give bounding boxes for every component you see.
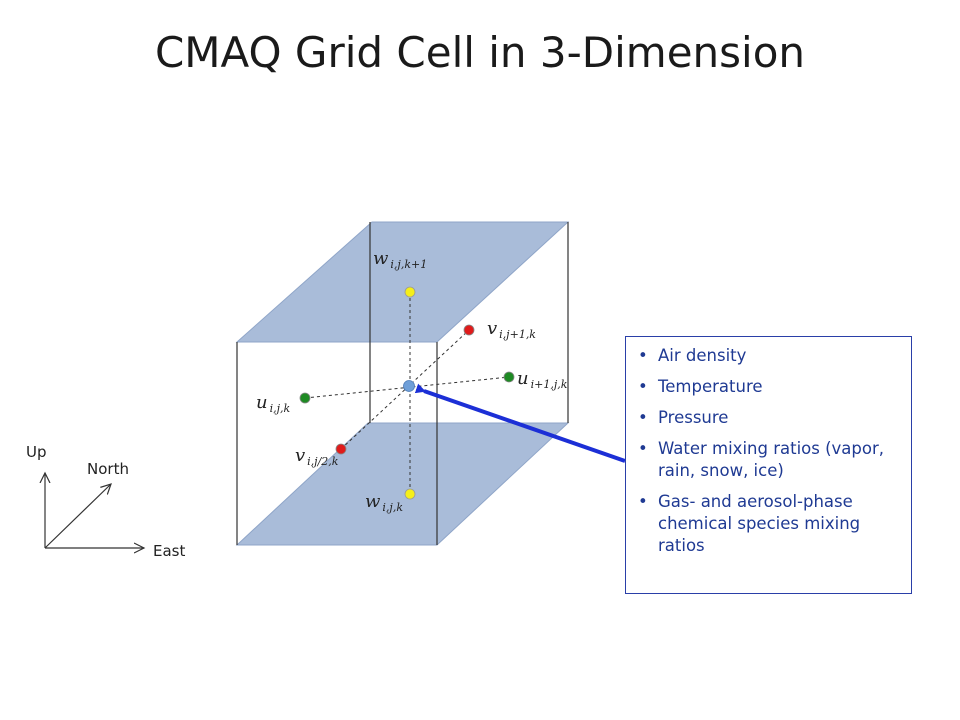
variable-item: Gas- and aerosol-phase chemical species … (634, 491, 901, 557)
variable-item: Temperature (634, 376, 901, 398)
slide-title: CMAQ Grid Cell in 3-Dimension (154, 28, 806, 77)
axis-east-label: East (153, 542, 185, 560)
variables-info-box: Air densityTemperaturePressureWater mixi… (625, 336, 912, 594)
variables-list: Air densityTemperaturePressureWater mixi… (634, 345, 901, 557)
axis-north-label: North (87, 460, 129, 478)
axis-triad (45, 473, 144, 548)
center-node (403, 380, 415, 392)
w-bottom-node (404, 488, 416, 500)
cube-edges (236, 222, 569, 545)
variable-item: Air density (634, 345, 901, 367)
v-back-node (463, 324, 475, 336)
pointer-arrow (414, 383, 626, 463)
bottom-face (235, 422, 570, 546)
axis-up-label: Up (26, 443, 47, 461)
v-front-node (335, 443, 347, 455)
variable-item: Pressure (634, 407, 901, 429)
u-left-node (299, 392, 311, 404)
u-right-node (503, 371, 515, 383)
top-face (235, 221, 570, 343)
w-top-node (404, 286, 416, 298)
variable-item: Water mixing ratios (vapor, rain, snow, … (634, 438, 901, 482)
